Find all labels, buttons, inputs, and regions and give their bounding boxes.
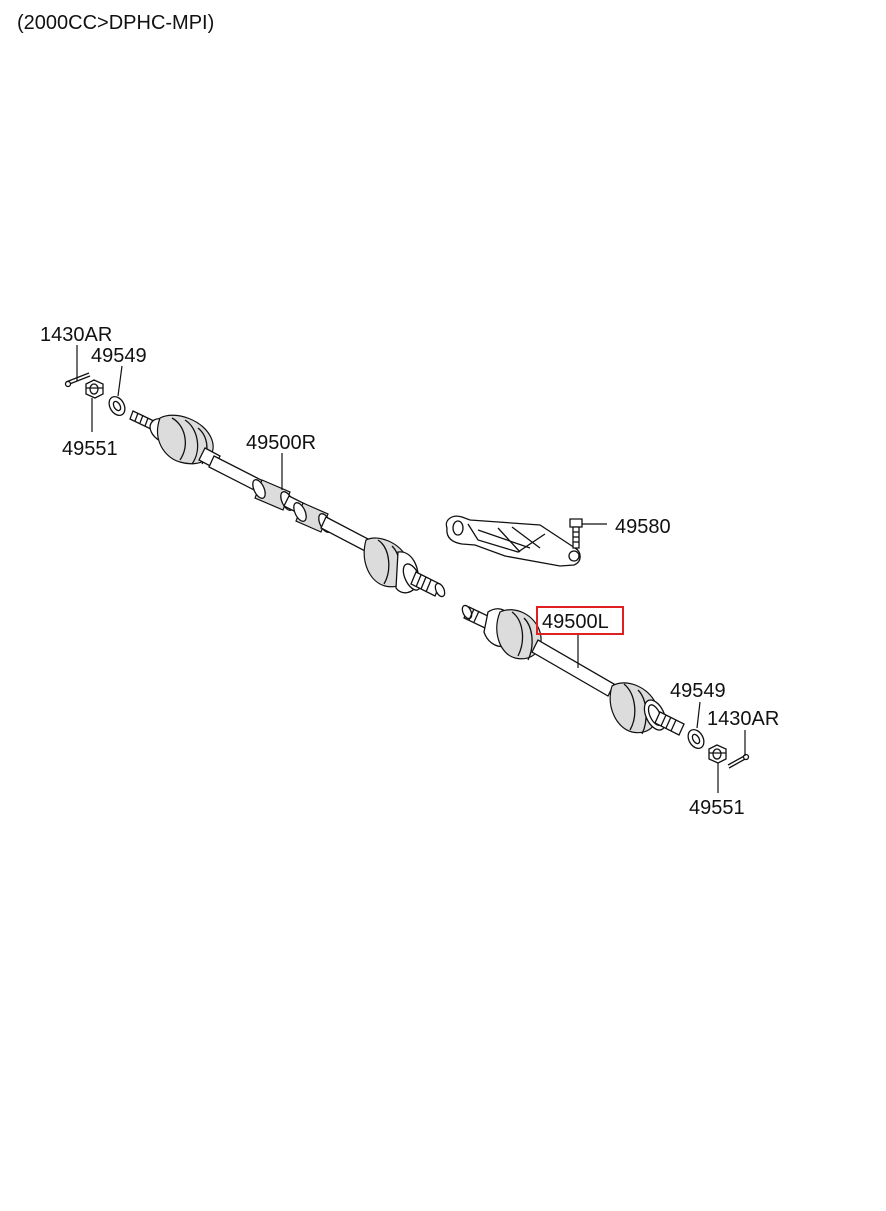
castle-nut-right[interactable] [85, 379, 104, 399]
label-cotter-pin-right[interactable]: 1430AR [40, 324, 112, 346]
label-washer-left[interactable]: 49549 [670, 680, 726, 702]
support-bracket[interactable] [445, 515, 581, 567]
castle-nut-left[interactable] [708, 744, 727, 764]
diagram-caption: (2000CC>DPHC-MPI) [17, 12, 215, 34]
highlight-box [536, 606, 624, 635]
label-bracket[interactable]: 49580 [615, 516, 671, 538]
bracket-bolt[interactable] [569, 518, 583, 549]
label-shaft-left[interactable]: 49500L [542, 611, 609, 633]
drive-shaft-left[interactable] [460, 604, 685, 736]
label-cotter-pin-left[interactable]: 1430AR [707, 708, 779, 730]
label-washer-right[interactable]: 49549 [91, 345, 147, 367]
label-nut-right[interactable]: 49551 [62, 438, 118, 460]
washer-left[interactable] [685, 727, 707, 751]
washer-right[interactable] [106, 394, 128, 418]
cotter-pin-left[interactable] [727, 753, 750, 769]
label-shaft-right[interactable]: 49500R [246, 432, 316, 454]
leader-lines [76, 345, 746, 793]
label-nut-left[interactable]: 49551 [689, 797, 745, 819]
drive-shaft-right[interactable] [129, 410, 447, 598]
